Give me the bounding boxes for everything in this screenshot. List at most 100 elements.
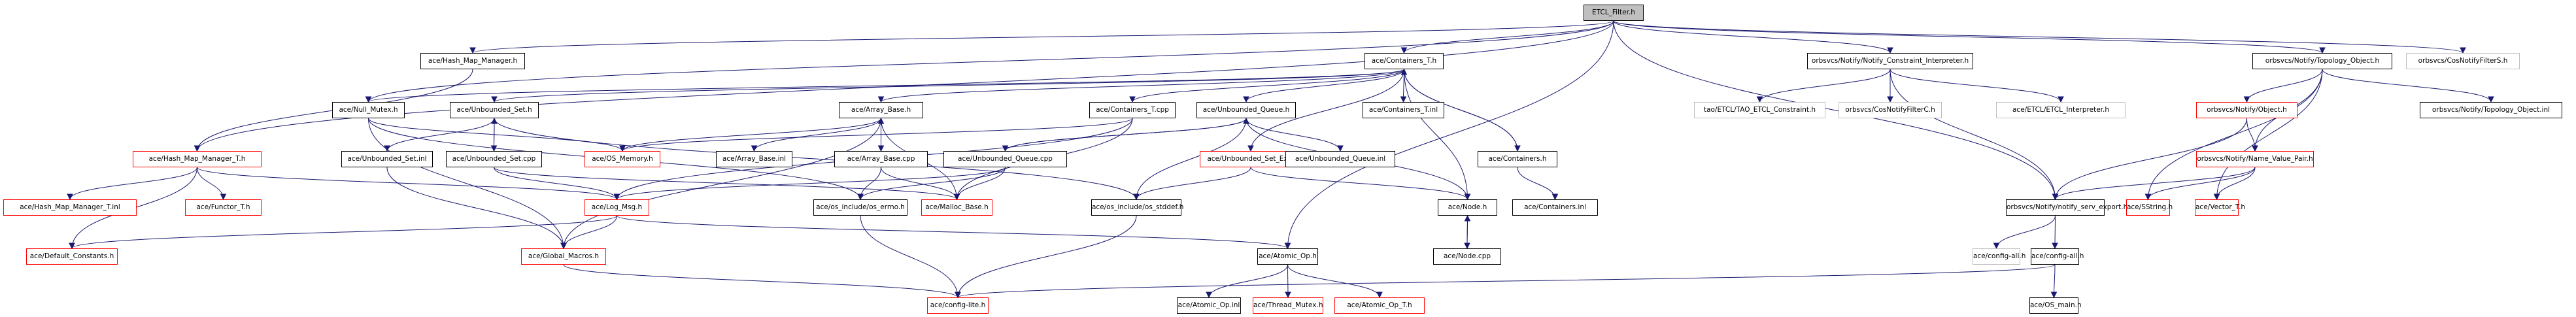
edge-unbounded-set-h-to-os-stddef <box>494 118 1137 200</box>
graph-node-os-memory[interactable]: ace/OS_Memory.h <box>585 151 660 167</box>
graph-node-containers-t-h[interactable]: ace/Containers_T.h <box>1364 53 1444 69</box>
arrowhead-icon <box>1400 96 1407 103</box>
arrowhead-icon <box>1887 47 1893 54</box>
edge-root-to-notify-serv-export <box>1613 20 2056 200</box>
graph-node-default-constants[interactable]: ace/Default_Constants.h <box>26 248 118 265</box>
edge-os-stddef-to-config-lite <box>957 215 1137 298</box>
arrowhead-icon <box>2052 193 2059 201</box>
edge-containers-t-h-to-array-base-h <box>881 69 1404 103</box>
edge-unbounded-set-ex-to-os-stddef <box>1136 167 1251 200</box>
graph-node-atomic-op-t[interactable]: ace/Atomic_Op_T.h <box>1334 297 1425 314</box>
graph-node-atomic-op-h[interactable]: ace/Atomic_Op.h <box>1257 248 1318 265</box>
graph-node-containers-inl[interactable]: ace/Containers.inl <box>1512 199 1598 216</box>
edge-notify-object-h-to-notify-serv-export <box>2055 118 2247 200</box>
graph-node-os-errno[interactable]: ace/os_include/os_errno.h <box>813 199 907 216</box>
edge-notify-constraint-interp-to-etcl-interpreter <box>1890 69 2061 103</box>
edge-name-value-pair-to-vector-t <box>2216 167 2256 200</box>
edge-array-base-h-to-array-base-inl <box>754 118 881 152</box>
arrowhead-icon <box>560 242 567 250</box>
edge-topology-object-h-to-notify-object-h <box>2246 69 2323 103</box>
graph-node-config-lite[interactable]: ace/config-lite.h <box>927 297 989 314</box>
graph-node-node-h[interactable]: ace/Node.h <box>1438 199 1497 216</box>
graph-node-vector-t[interactable]: ace/Vector_T.h <box>2195 199 2245 216</box>
arrowhead-icon <box>1243 96 1249 103</box>
edge-array-base-h-to-os-memory <box>622 118 881 152</box>
arrowhead-icon <box>2050 292 2058 299</box>
arrowhead-icon <box>2319 47 2326 54</box>
edge-containers-t-h-to-unbounded-set-h <box>494 69 1404 103</box>
arrowhead-icon <box>194 145 201 152</box>
edge-unbounded-queue-cpp-to-os-errno <box>860 167 1006 200</box>
graph-node-config-all[interactable]: ace/config-all.h <box>2031 248 2084 265</box>
graph-node-log-msg[interactable]: ace/Log_Msg.h <box>585 199 649 216</box>
graph-node-notify-object-h[interactable]: orbsvcs/Notify/Object.h <box>2196 102 2297 118</box>
edge-containers-h-to-containers-inl <box>1517 167 1555 200</box>
arrowhead-icon <box>1284 242 1291 250</box>
edge-unbounded-set-cpp-to-log-msg <box>494 167 617 200</box>
arrowhead-icon <box>69 242 75 250</box>
graph-node-cosnotifyfilters: orbsvcs/CosNotifyFilterS.h <box>2406 53 2520 69</box>
graph-node-array-base-h[interactable]: ace/Array_Base.h <box>839 102 923 118</box>
edge-unbounded-queue-cpp-to-malloc-base <box>957 167 1006 200</box>
edge-unbounded-queue-cpp-to-log-msg <box>617 167 1006 200</box>
edge-atomic-op-h-to-atomic-op-inl <box>1208 264 1288 298</box>
graph-node-functor-t[interactable]: ace/Functor_T.h <box>185 199 262 216</box>
graph-node-node-cpp[interactable]: ace/Node.cpp <box>1433 248 1501 265</box>
graph-node-notify-serv-export[interactable]: orbsvcs/Notify/notify_serv_export.h <box>2006 199 2127 216</box>
graph-node-tao-etcl-constraint: tao/ETCL/TAO_ETCL_Constraint.h <box>1694 102 1825 118</box>
arrowhead-icon <box>1887 96 1893 103</box>
edge-notify-serv-export-to-config-all-gray <box>1996 215 2056 249</box>
edge-hash-map-manager-t-h-to-functor-t <box>197 167 224 200</box>
graph-node-os-main[interactable]: ace/OS_main.h <box>2029 297 2082 314</box>
edge-unbounded-set-inl-to-global-macros <box>386 167 564 249</box>
arrowhead-icon <box>1400 68 1408 75</box>
edge-topology-object-h-to-topology-object-inl <box>2322 69 2492 103</box>
edge-global-macros-to-config-lite <box>563 264 958 298</box>
graph-node-notify-constraint-interp[interactable]: orbsvcs/Notify/Notify_Constraint_Interpr… <box>1807 53 1973 69</box>
arrowhead-icon <box>953 193 960 201</box>
graph-node-containers-t-cpp[interactable]: ace/Containers_T.cpp <box>1089 102 1176 118</box>
graph-node-hash-map-manager-t-h[interactable]: ace/Hash_Map_Manager_T.h <box>133 151 262 167</box>
arrowhead-icon <box>2252 145 2258 152</box>
graph-node-unbounded-set-h[interactable]: ace/Unbounded_Set.h <box>450 102 539 118</box>
graph-node-name-value-pair[interactable]: orbsvcs/Notify/Name_Value_Pair.h <box>2196 151 2314 167</box>
arrowhead-icon <box>1376 292 1383 299</box>
graph-node-sstring[interactable]: ace/SString.h <box>2126 199 2173 216</box>
graph-node-unbounded-queue-cpp[interactable]: ace/Unbounded_Queue.cpp <box>943 151 1067 167</box>
graph-node-array-base-cpp[interactable]: ace/Array_Base.cpp <box>834 151 928 167</box>
graph-node-unbounded-set-inl[interactable]: ace/Unbounded_Set.inl <box>341 151 433 167</box>
graph-node-malloc-base[interactable]: ace/Malloc_Base.h <box>921 199 992 216</box>
edge-array-base-h-to-global-macros <box>563 118 881 249</box>
graph-node-containers-t-inl[interactable]: ace/Containers_T.inl <box>1363 102 1444 118</box>
graph-node-hash-map-manager-t-inl[interactable]: ace/Hash_Map_Manager_T.inl <box>3 199 137 216</box>
arrowhead-icon <box>1002 145 1009 152</box>
arrowhead-icon <box>2144 193 2152 201</box>
graph-node-null-mutex[interactable]: ace/Null_Mutex.h <box>332 102 405 118</box>
graph-node-os-stddef[interactable]: ace/os_include/os_stddef.h <box>1091 199 1183 216</box>
edge-containers-t-h-to-node-h <box>1404 69 1468 200</box>
graph-node-unbounded-queue-inl[interactable]: ace/Unbounded_Queue.inl <box>1285 151 1395 167</box>
graph-node-topology-object-inl[interactable]: orbsvcs/Notify/Topology_Object.inl <box>2420 102 2562 118</box>
graph-node-thread-mutex[interactable]: ace/Thread_Mutex.h <box>1253 297 1323 314</box>
edge-root-to-hash-map-manager-t-h <box>197 20 1614 152</box>
edge-config-all-to-config-lite <box>957 264 2056 298</box>
graph-node-unbounded-set-ex[interactable]: ace/Unbounded_Set_Ex.h <box>1200 151 1302 167</box>
graph-node-containers-h[interactable]: ace/Containers.h <box>1478 151 1557 167</box>
edge-array-base-cpp-to-malloc-base <box>881 167 957 200</box>
graph-node-topology-object-h[interactable]: orbsvcs/Notify/Topology_Object.h <box>2252 53 2392 69</box>
arrowhead-icon <box>1400 47 1408 54</box>
graph-node-hash-map-manager[interactable]: ace/Hash_Map_Manager.h <box>420 53 525 69</box>
graph-node-global-macros[interactable]: ace/Global_Macros.h <box>521 248 606 265</box>
graph-node-atomic-op-inl[interactable]: ace/Atomic_Op.inl <box>1177 297 1241 314</box>
arrowhead-icon <box>384 145 390 152</box>
edge-name-value-pair-to-sstring <box>2148 167 2256 200</box>
graph-node-unbounded-queue-h[interactable]: ace/Unbounded_Queue.h <box>1196 102 1296 118</box>
arrowhead-icon <box>67 193 73 201</box>
graph-node-array-base-inl[interactable]: ace/Array_Base.inl <box>716 151 792 167</box>
arrowhead-icon <box>751 145 758 152</box>
arrowhead-icon <box>1129 96 1136 103</box>
graph-node-unbounded-set-cpp[interactable]: ace/Unbounded_Set.cpp <box>446 151 542 167</box>
edge-hash-map-manager-t-h-to-log-msg <box>197 167 617 200</box>
arrowhead-icon <box>1247 145 1254 152</box>
